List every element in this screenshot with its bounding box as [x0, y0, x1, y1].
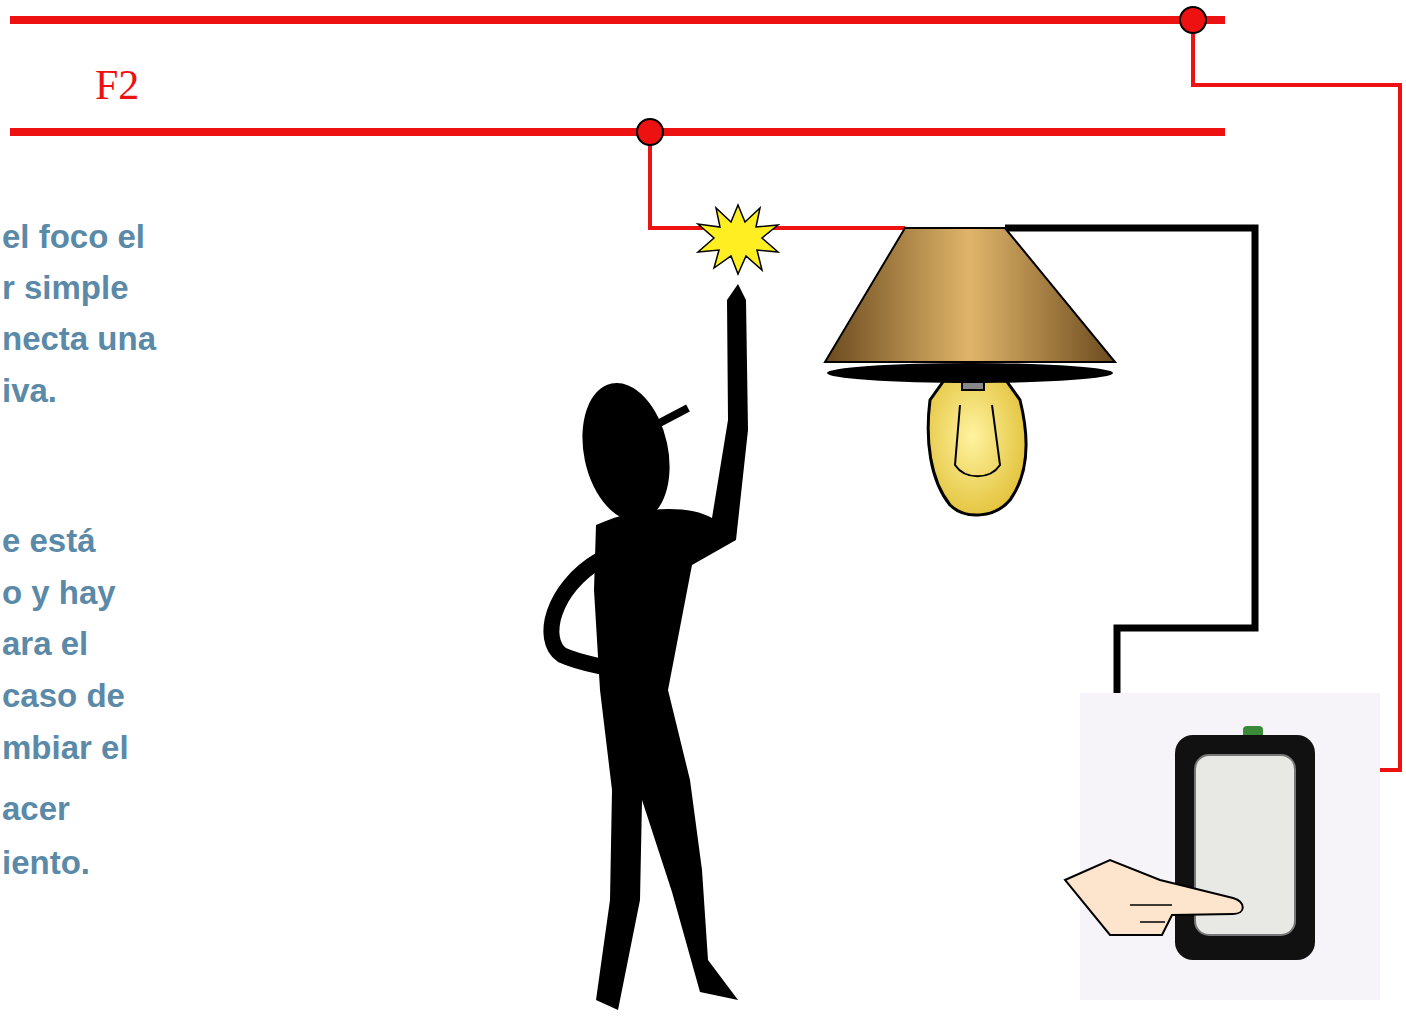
note-text: acer — [2, 792, 70, 825]
man-silhouette — [551, 284, 748, 1010]
note-text: necta una — [2, 322, 156, 355]
pointing-hand — [1065, 860, 1243, 935]
switch-panel — [1080, 693, 1380, 1000]
light-bulb — [928, 372, 1026, 515]
lamp-shade-rim — [827, 363, 1113, 383]
note-text: caso de — [2, 679, 125, 712]
junction-dot — [1180, 7, 1206, 33]
note-text: mbiar el — [2, 731, 129, 764]
junction-dot — [637, 119, 663, 145]
bulb-filament — [955, 405, 1000, 476]
switch-body — [1175, 735, 1315, 960]
art-path — [594, 284, 748, 1010]
note-text: ara el — [2, 627, 88, 660]
hand-finger-lines — [1130, 905, 1172, 922]
art-path — [551, 560, 640, 682]
note-text: e está — [2, 524, 96, 557]
art-line — [650, 408, 688, 428]
phase-line — [10, 128, 1225, 136]
live-wire — [1193, 20, 1400, 770]
spark — [698, 205, 778, 274]
note-text: iva. — [2, 374, 57, 407]
phase-line — [10, 16, 1225, 24]
phase-label: F2 — [95, 64, 139, 106]
lamp-shade — [825, 228, 1115, 362]
art-ellipse — [570, 375, 681, 529]
note-text: o y hay — [2, 576, 116, 609]
note-text: el foco el — [2, 220, 145, 253]
live-wire — [650, 132, 905, 228]
note-text: r simple — [2, 271, 129, 304]
note-text: iento. — [2, 846, 90, 879]
